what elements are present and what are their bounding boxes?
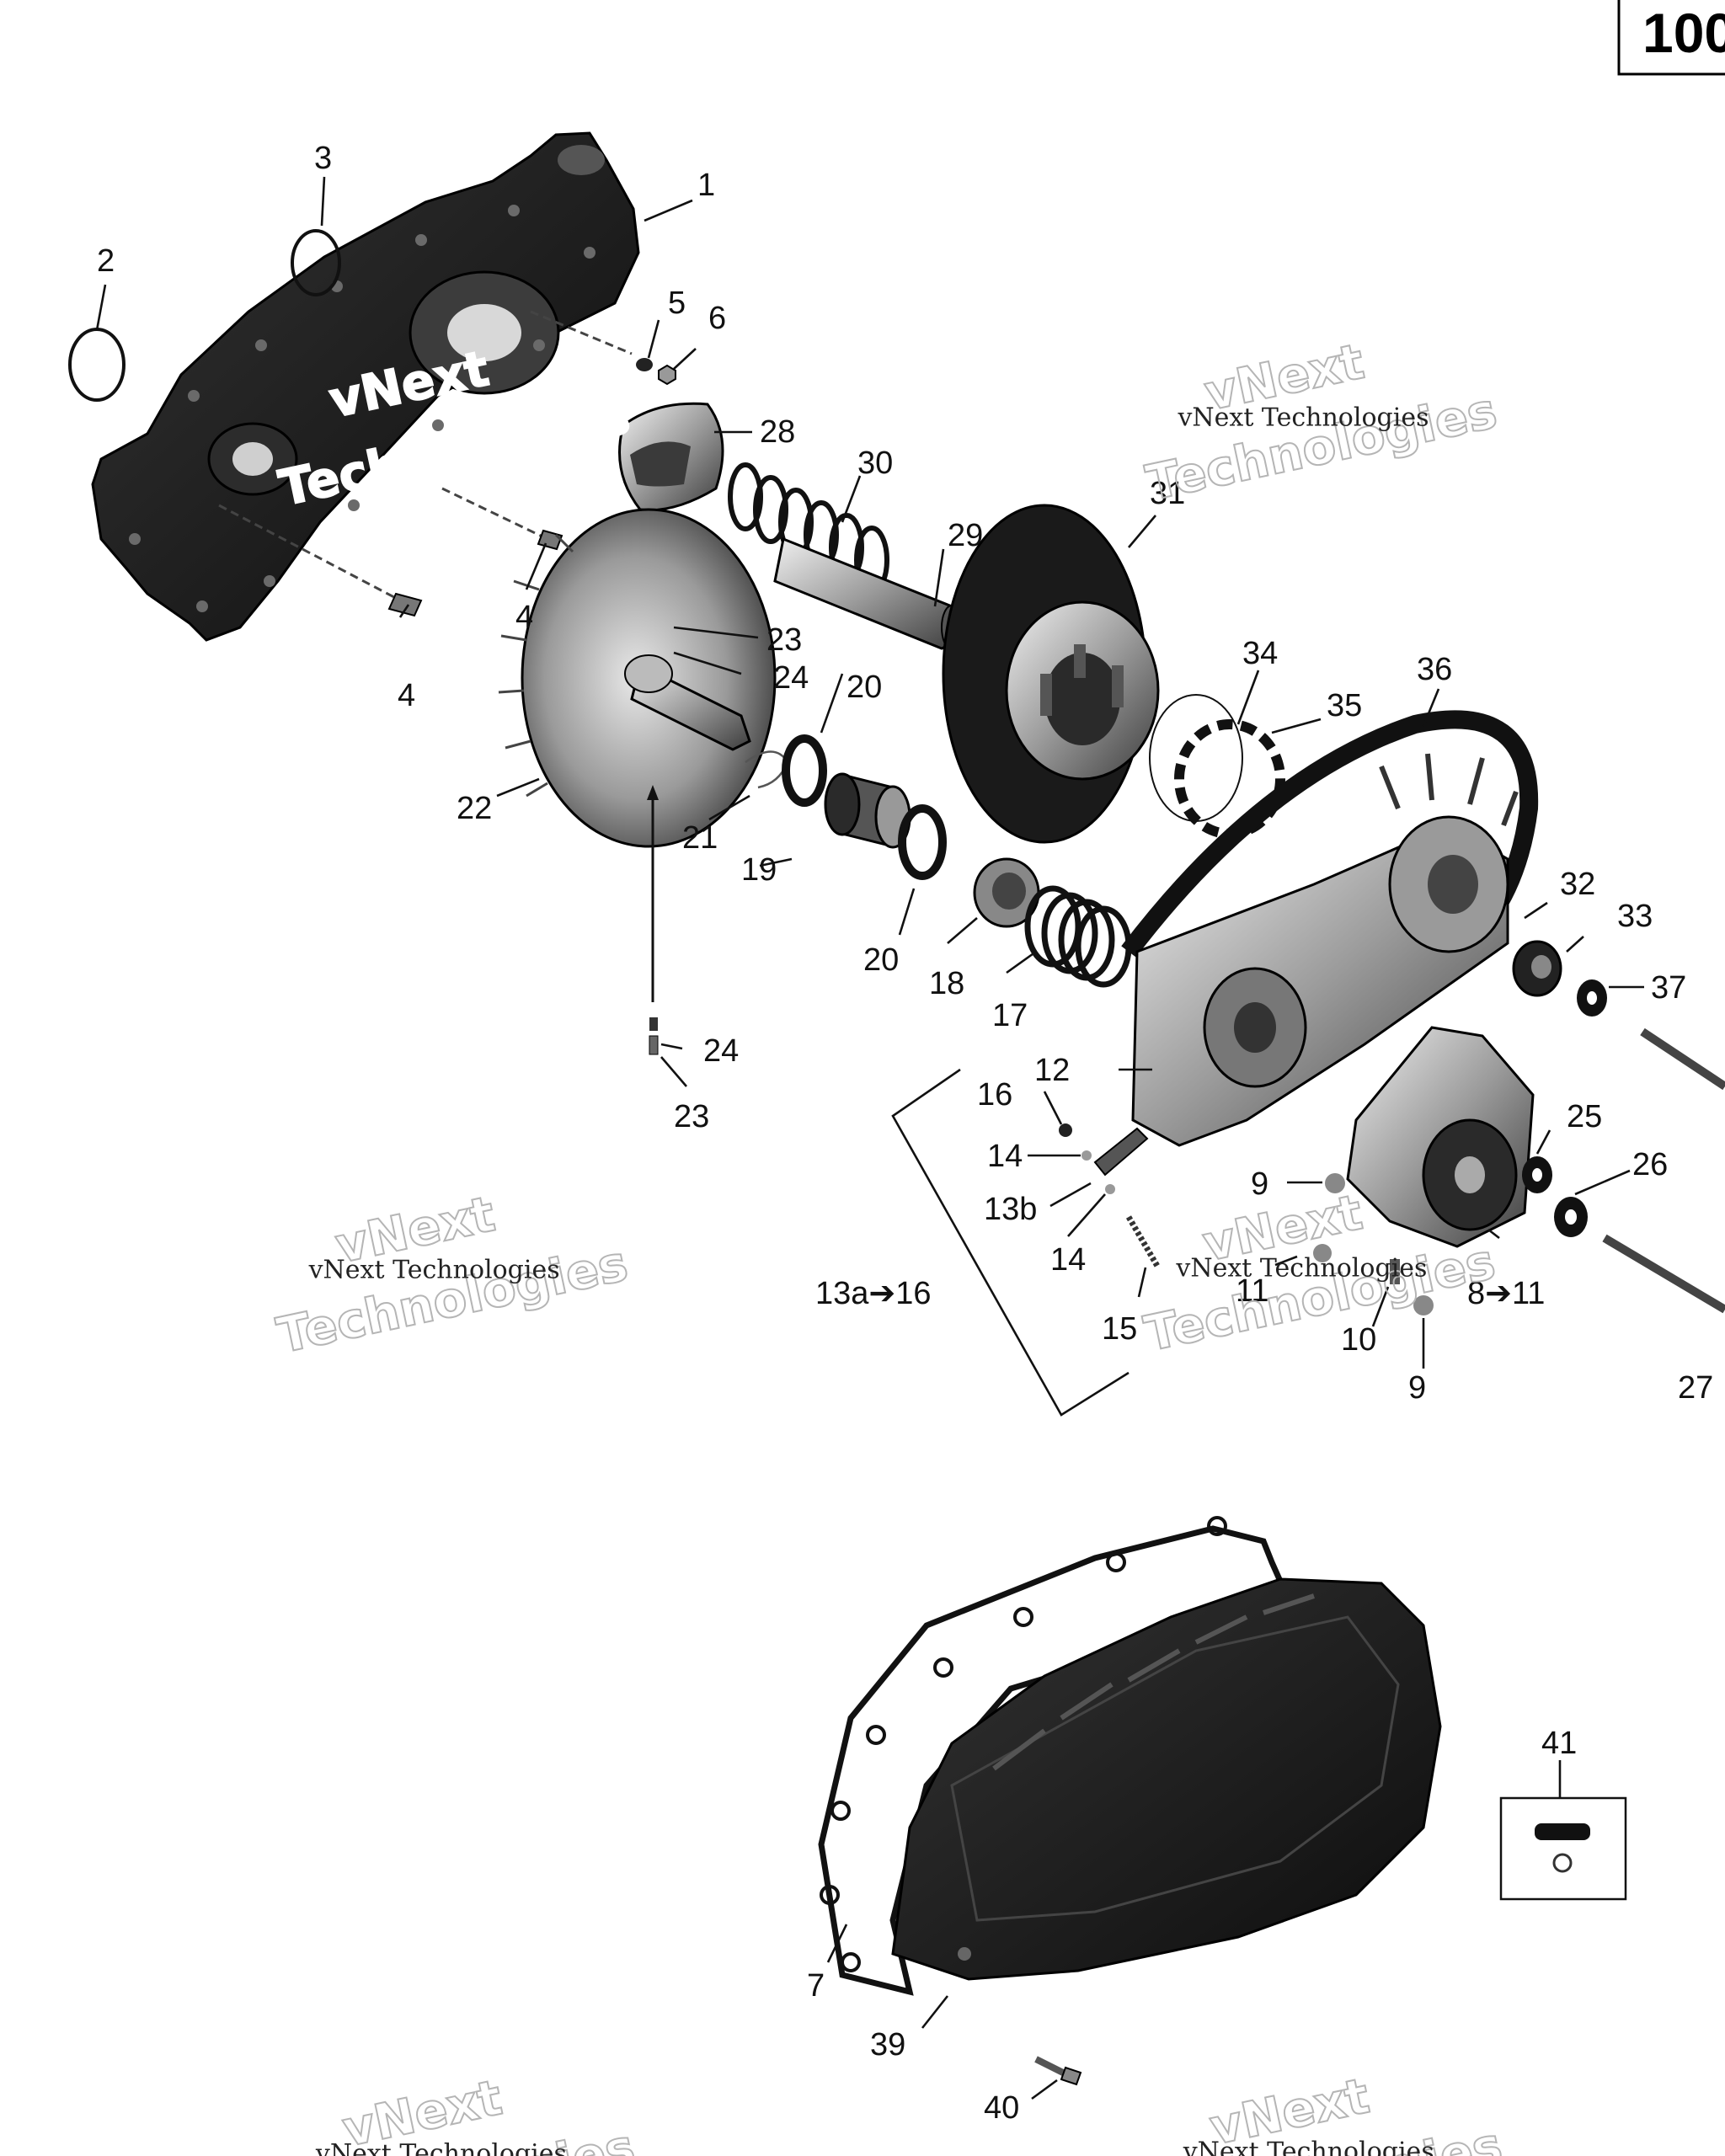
callout-21: 21 xyxy=(682,820,718,856)
part-2-o-ring xyxy=(68,328,126,402)
part-12-driven-pulley xyxy=(1131,753,1519,1147)
part-3-o-ring xyxy=(291,229,341,296)
watermark-line2: Technologies xyxy=(272,1235,633,1364)
callout-13b: 13b xyxy=(984,1192,1037,1227)
watermark-small: vNext Technologies xyxy=(308,1256,560,1285)
callout-20-b: 20 xyxy=(863,942,899,978)
callout-26: 26 xyxy=(1632,1147,1668,1182)
part-6-nut xyxy=(658,364,676,386)
watermark-small: vNext Technologies xyxy=(315,2139,567,2156)
part-22-fixed-sheave xyxy=(498,508,777,848)
callout-9-a: 9 xyxy=(1251,1166,1268,1202)
part-41-kit-box xyxy=(1499,1796,1627,1901)
callout-labels: 1 2 3 4 4 5 6 7 8➔11 9 9 10 11 12 13a➔16… xyxy=(97,141,1713,2126)
callout-40: 40 xyxy=(984,2090,1019,2126)
parts-13-16-slider xyxy=(1059,1123,1162,1269)
callout-13a-to-16: 13a➔16 xyxy=(815,1276,932,1311)
callout-12: 12 xyxy=(1034,1053,1070,1088)
callout-23-a: 23 xyxy=(766,622,802,658)
part-8-11-cam-assembly xyxy=(1313,1026,1535,1315)
callout-2: 2 xyxy=(97,243,115,279)
callout-10: 10 xyxy=(1341,1322,1376,1358)
callout-22: 22 xyxy=(457,791,492,826)
callout-19: 19 xyxy=(741,852,777,888)
callout-17: 17 xyxy=(992,998,1028,1033)
callout-5: 5 xyxy=(668,286,686,321)
part-40-bolt xyxy=(1034,2056,1082,2086)
callout-28: 28 xyxy=(760,414,795,450)
callout-4-b: 4 xyxy=(398,678,415,713)
part-27-bolt-lower xyxy=(1602,1234,1725,1314)
group-bracket xyxy=(891,1068,1130,1417)
callout-8-to-11: 8➔11 xyxy=(1467,1276,1545,1311)
callout-11: 11 xyxy=(1236,1273,1268,1309)
part-17-spring xyxy=(1024,885,1132,988)
part-27-bolt-upper xyxy=(1640,1027,1725,1091)
callout-23-b: 23 xyxy=(674,1099,709,1134)
callout-1: 1 xyxy=(697,168,715,203)
callout-30: 30 xyxy=(857,446,893,481)
watermark-5: vNext Technologies vNext Technologies xyxy=(278,2068,640,2156)
callout-36: 36 xyxy=(1417,652,1452,687)
leader-lines xyxy=(95,176,1644,2100)
watermark-line2: Technologies xyxy=(1141,382,1502,511)
part-19-bushing xyxy=(824,772,911,849)
part-31-movable-sheave xyxy=(942,504,1160,844)
callout-14-a: 14 xyxy=(987,1139,1023,1174)
page-number-box: 100 xyxy=(1617,0,1725,76)
part-32-bearing xyxy=(1512,940,1562,997)
part-5-washer xyxy=(636,358,653,371)
part-20-ring-lower xyxy=(898,804,947,880)
callout-27: 27 xyxy=(1678,1370,1713,1406)
part-1-inner-cover xyxy=(91,131,640,642)
page-number: 100 xyxy=(1642,2,1725,64)
callout-35: 35 xyxy=(1327,688,1362,723)
callout-31: 31 xyxy=(1150,476,1185,511)
callout-6: 6 xyxy=(708,301,726,336)
part-20-ring-upper xyxy=(782,734,827,807)
watermark-6: vNext Technologies vNext Technologies xyxy=(1146,2066,1508,2156)
callout-25: 25 xyxy=(1567,1099,1602,1134)
callout-9-b: 9 xyxy=(1408,1370,1426,1406)
callout-34: 34 xyxy=(1242,636,1278,671)
part-34-ring xyxy=(1149,694,1243,822)
callout-24-a: 24 xyxy=(773,660,809,696)
callout-33: 33 xyxy=(1617,899,1653,934)
watermark-small: vNext Technologies xyxy=(1177,403,1429,432)
callout-7: 7 xyxy=(807,1968,825,2004)
callout-3: 3 xyxy=(314,141,332,176)
callout-24-b: 24 xyxy=(703,1033,739,1069)
callout-18: 18 xyxy=(929,966,964,1001)
callout-32: 32 xyxy=(1560,867,1595,902)
part-29-shaft xyxy=(773,536,963,650)
watermark-small: vNext Technologies xyxy=(1175,1254,1427,1283)
watermark-2: vNext Technologies vNext Technologies xyxy=(1140,332,1503,513)
parts-23-24-lower xyxy=(649,1017,659,1055)
callout-16: 16 xyxy=(977,1077,1012,1113)
callout-41: 41 xyxy=(1541,1726,1577,1761)
callout-4-a: 4 xyxy=(515,600,533,635)
callout-29: 29 xyxy=(948,518,983,553)
watermark-small: vNext Technologies xyxy=(1183,2137,1434,2156)
callout-20-a: 20 xyxy=(846,670,882,705)
callout-39: 39 xyxy=(870,2027,905,2063)
callout-14-b: 14 xyxy=(1050,1242,1086,1278)
part-28-cam xyxy=(618,402,724,512)
part-39-outer-cover xyxy=(891,1577,1442,1981)
callout-15: 15 xyxy=(1102,1311,1137,1347)
watermark-3: vNext Technologies vNext Technologies xyxy=(271,1184,633,1365)
callout-37: 37 xyxy=(1651,970,1686,1006)
